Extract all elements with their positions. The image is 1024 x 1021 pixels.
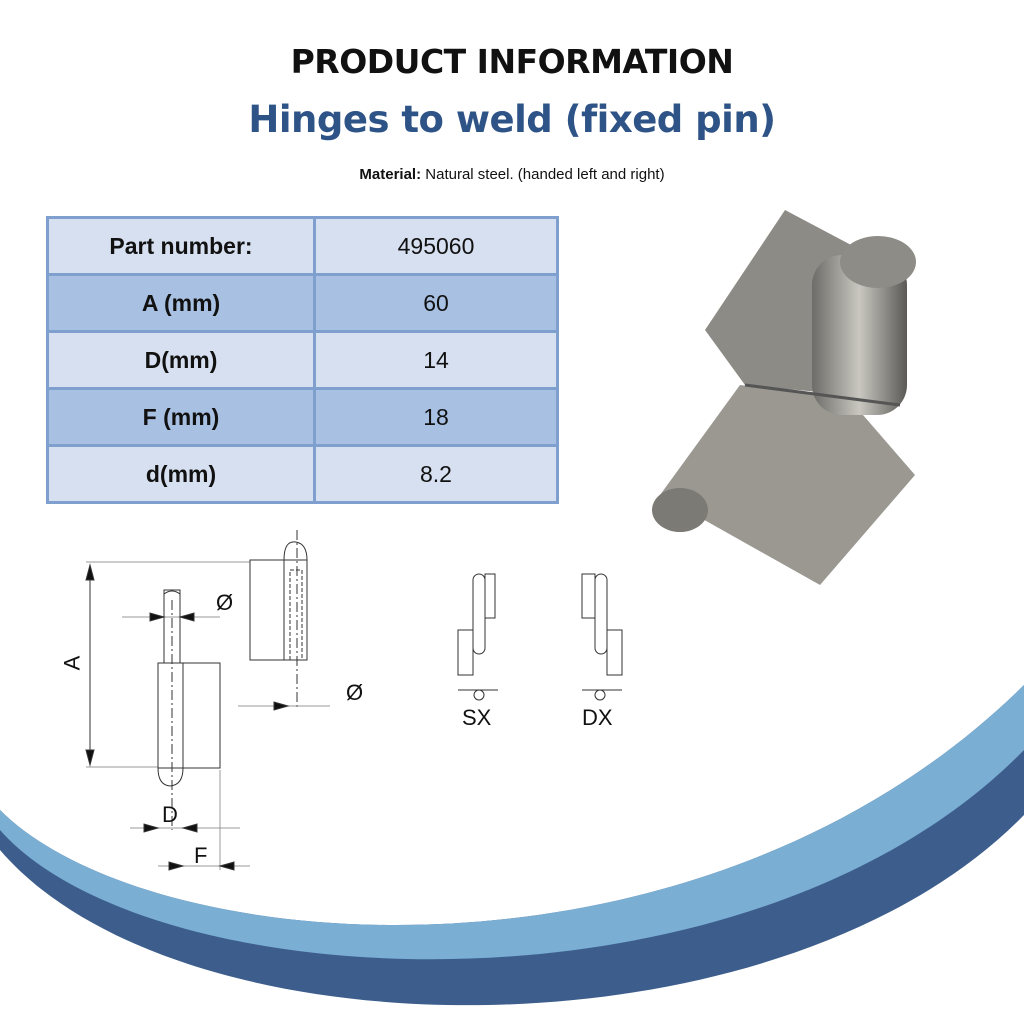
material-value: Natural steel. (handed left and right) [425,166,665,183]
dx-label: DX [582,705,613,730]
spec-value: 495060 [313,216,559,276]
spec-key: D(mm) [46,330,316,390]
spec-key: d(mm) [46,444,316,504]
spec-key: F (mm) [46,387,316,447]
material-line: Material: Natural steel. (handed left an… [0,166,1024,183]
product-name: Hinges to weld (fixed pin) [248,98,776,141]
table-row: F (mm)18 [46,387,559,447]
dim-hole-diameter-label: Ø [346,680,364,705]
dim-a-label: A [59,655,85,671]
spec-value: 14 [313,330,559,390]
dim-d-label: D [162,802,178,827]
table-row: Part number:495060 [46,216,559,276]
spec-table: Part number:495060 A (mm)60 D(mm)14 F (m… [46,216,559,504]
dim-pin-diameter-label: Ø [216,590,234,615]
page-title: PRODUCT INFORMATION [290,42,734,81]
table-row: D(mm)14 [46,330,559,390]
spec-value: 60 [313,273,559,333]
spec-key: A (mm) [46,273,316,333]
spec-key: Part number: [46,216,316,276]
material-label: Material: [359,166,422,183]
spec-value: 8.2 [313,444,559,504]
dim-f-label: F [194,843,208,868]
table-row: d(mm)8.2 [46,444,559,504]
spec-value: 18 [313,387,559,447]
table-row: A (mm)60 [46,273,559,333]
sx-label: SX [462,705,492,730]
